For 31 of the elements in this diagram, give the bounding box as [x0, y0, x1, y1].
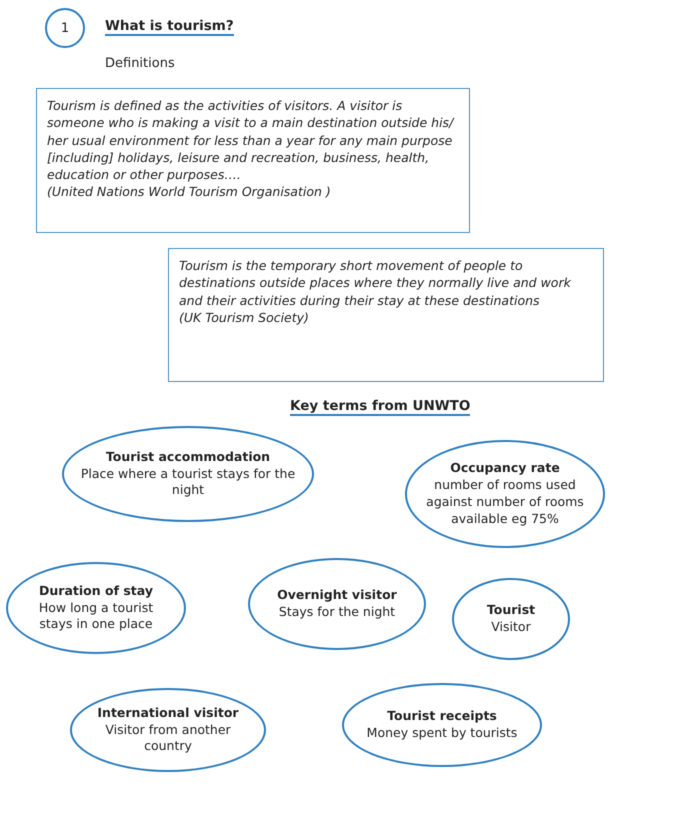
source-text: (UK Tourism Society)	[179, 308, 310, 326]
term-heading: Tourist accommodation	[106, 448, 270, 466]
quote-box	[36, 88, 470, 233]
source-text: (United Nations World Tourism Organisation )	[47, 183, 332, 200]
term-heading: Tourist receipts	[387, 708, 497, 725]
quote-text: Tourism is defined as the activities of visitors. A visitor is someone who is making a visit to a main destination outside his/ her usual environment for less than a year for any main purpose [including] holidays, leisure and recreation, business, health, education or other purposes….	[47, 97, 456, 184]
term-definition: number of rooms used against number of rooms available eg 75%	[425, 477, 585, 528]
term-definition: How long a tourist stays in one place	[38, 600, 154, 634]
heading: What is tourism?	[105, 18, 234, 36]
subheading: Key terms from UNWTO	[290, 398, 470, 416]
term-definition: Stays for the night	[278, 604, 396, 621]
quote-box	[168, 248, 604, 382]
term-ellipse	[70, 688, 266, 772]
term-definition: Visitor from another country	[104, 722, 232, 756]
term-ellipse	[248, 558, 426, 650]
term-definition: Visitor	[491, 619, 531, 636]
term-ellipse	[342, 683, 542, 767]
term-heading: Overnight visitor	[277, 587, 397, 604]
section-label: Definitions	[105, 56, 175, 71]
term-definition: Place where a tourist stays for the night	[80, 466, 296, 500]
number-circle: 1	[45, 8, 85, 48]
term-heading: Tourist	[486, 602, 536, 619]
term-ellipse	[452, 578, 570, 660]
quote-text: Tourism is the temporary short movement of people to destinations outside places where they normally live and work and their activities during their stay at these destinations	[179, 257, 572, 309]
term-ellipse	[405, 440, 605, 548]
term-definition: Money spent by tourists	[366, 725, 518, 742]
term-heading: Occupancy rate	[450, 460, 560, 478]
term-ellipse	[6, 562, 186, 654]
term-heading: International visitor	[97, 704, 239, 722]
term-ellipse	[62, 426, 314, 522]
term-heading: Duration of stay	[39, 582, 153, 600]
